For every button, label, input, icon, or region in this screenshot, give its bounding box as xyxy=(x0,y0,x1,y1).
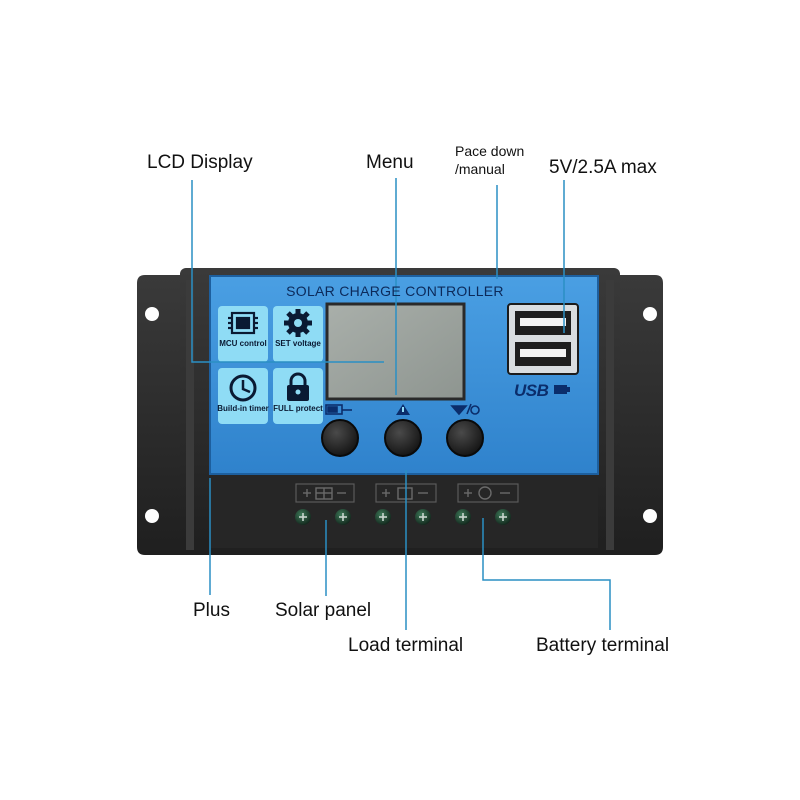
callout-solar-panel: Solar panel xyxy=(275,600,372,621)
gear-icon xyxy=(284,309,312,337)
feature-tile-timer xyxy=(218,368,268,424)
leader-battery-terminal xyxy=(482,518,611,630)
usb-battery-glyph xyxy=(554,385,567,394)
load-icon xyxy=(450,403,480,416)
mounting-hole-top-right xyxy=(643,307,657,321)
callout-page-down: Pace down /manual xyxy=(455,143,524,178)
screw-slots xyxy=(299,513,507,521)
case-side-rib-left xyxy=(186,280,194,550)
feature-label-protect: FULL protect xyxy=(273,404,323,413)
callout-battery-terminal: Battery terminal xyxy=(536,635,670,656)
callout-plus: Plus xyxy=(193,600,230,621)
terminal-strip xyxy=(210,478,598,548)
callout-lcd-display: LCD Display xyxy=(147,152,253,173)
battery-icon xyxy=(325,404,352,415)
panel-title: SOLAR CHARGE CONTROLLER xyxy=(286,283,504,299)
mounting-hole-bottom-right xyxy=(643,509,657,523)
leader-lcd-display xyxy=(191,180,384,363)
mounting-hole-top-left xyxy=(145,307,159,321)
solar-panel-icon xyxy=(303,487,346,500)
usb-port-top[interactable] xyxy=(515,311,571,335)
callout-page-down-line2: /manual xyxy=(455,160,505,177)
usb-port-bottom[interactable] xyxy=(515,342,571,366)
page-down-button[interactable] xyxy=(446,419,484,457)
battery-terminal-symbol-icon xyxy=(382,487,428,500)
clock-icon xyxy=(229,374,257,402)
feature-label-timer: Build-in timer xyxy=(217,404,269,413)
usb-logo: USB xyxy=(514,381,549,400)
callout-menu: Menu xyxy=(366,152,414,173)
callout-usb-rating: 5V/2.5A max xyxy=(549,157,657,178)
lock-icon xyxy=(287,372,309,401)
callout-page-down-line1: Pace down xyxy=(455,143,525,159)
chip-icon xyxy=(228,311,258,335)
menu-button[interactable] xyxy=(384,419,422,457)
callout-load-terminal: Load terminal xyxy=(348,635,464,656)
load-bulb-icon xyxy=(464,486,510,500)
warning-icon xyxy=(396,404,410,415)
feature-label-set: SET voltage xyxy=(275,339,321,348)
mounting-hole-bottom-left xyxy=(145,509,159,523)
feature-label-mcu: MCU control xyxy=(219,339,267,348)
push-button-left[interactable] xyxy=(321,419,359,457)
case-side-rib-right xyxy=(606,280,614,550)
